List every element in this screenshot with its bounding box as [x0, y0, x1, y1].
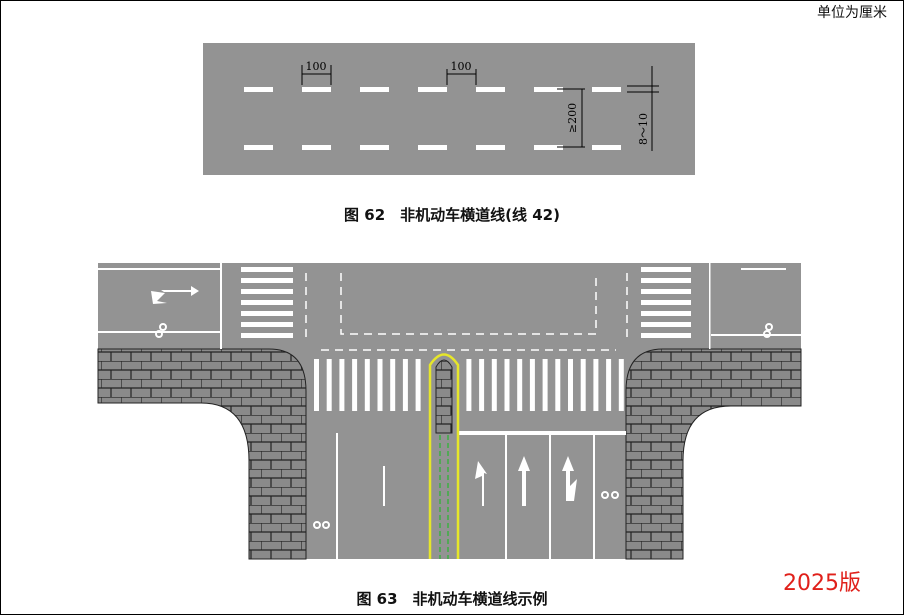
dash-marking: [476, 145, 505, 150]
dim-width: 8～10: [637, 113, 650, 145]
crosswalk-stripe: [339, 359, 345, 411]
dash-marking: [418, 145, 447, 150]
bicycle-icon: [601, 491, 619, 499]
figure-62-caption: 图 62 非机动车横道线(线 42): [344, 206, 560, 224]
dim-gap-2: 100: [451, 60, 472, 73]
crosswalk-stripe: [352, 359, 358, 411]
dash-marking: [418, 87, 447, 92]
crosswalk-stripe: [241, 267, 293, 272]
dash-marking: [592, 145, 621, 150]
crosswalk-stripe: [241, 322, 293, 327]
dash-marking: [244, 145, 273, 150]
crosswalk-stripe: [641, 322, 691, 327]
bicycle-icon: [155, 323, 167, 338]
dash-marking: [302, 145, 331, 150]
crosswalk-stripe: [377, 359, 383, 411]
crosswalk-stripe: [466, 359, 472, 411]
crosswalk-stripe: [241, 333, 293, 338]
crosswalk-stripe: [568, 359, 573, 411]
dash-marking: [302, 87, 331, 92]
crosswalk-stripe: [241, 300, 293, 305]
crosswalk-stripe: [364, 359, 370, 411]
turn-arrow-marking: [161, 286, 199, 296]
crosswalk-stripe: [641, 289, 691, 294]
dim-spacing: ≥200: [566, 103, 579, 133]
figure-63-caption: 图 63 非机动车横道线示例: [356, 590, 548, 608]
sidewalk-right: [625, 348, 802, 560]
crosswalk-stripe: [241, 311, 293, 316]
crosswalk-stripe: [415, 359, 421, 411]
crosswalk-stripe: [641, 300, 691, 305]
crosswalk-stripe: [479, 359, 485, 411]
straight-right-arrow: [562, 456, 577, 501]
bicycle-icon: [763, 323, 773, 338]
crosswalk-stripe: [241, 289, 293, 294]
crosswalk-stripe: [593, 359, 599, 411]
straight-arrow: [518, 456, 530, 506]
dash-marking: [534, 145, 563, 150]
dash-marking: [360, 145, 389, 150]
dash-marking: [592, 87, 621, 92]
bicycle-icon: [313, 521, 330, 529]
dash-marking: [244, 87, 273, 92]
crosswalk-stripe: [618, 359, 624, 411]
crosswalk-stripe: [542, 359, 548, 411]
crosswalk-stripe: [555, 359, 561, 411]
crosswalk-stripe: [390, 359, 396, 411]
crosswalk-stripe: [326, 359, 332, 411]
crosswalk-stripe: [314, 359, 319, 411]
median-island: [435, 359, 453, 434]
dash-marking: [360, 87, 389, 92]
crosswalk-stripe: [580, 359, 586, 411]
dash-marking: [476, 87, 505, 92]
crosswalk-stripe: [641, 311, 691, 316]
crosswalk-stripe: [529, 359, 535, 411]
crosswalk-stripe: [517, 359, 523, 411]
crosswalk-stripe: [641, 267, 691, 272]
edition-label: 2025版: [783, 571, 861, 596]
crosswalk-stripe: [606, 359, 612, 411]
left-turn-arrow: [475, 461, 487, 506]
crosswalk-stripe: [504, 359, 510, 411]
sidewalk-left: [97, 348, 307, 560]
crosswalk-stripe: [402, 359, 408, 411]
crosswalk-stripe: [491, 359, 497, 411]
crosswalk-stripe: [241, 278, 293, 283]
dim-gap-1: 100: [306, 60, 327, 73]
crosswalk-stripe: [641, 278, 691, 283]
dash-marking: [534, 87, 563, 92]
crosswalk-stripe: [641, 333, 691, 338]
unit-note: 单位为厘米: [817, 5, 887, 21]
